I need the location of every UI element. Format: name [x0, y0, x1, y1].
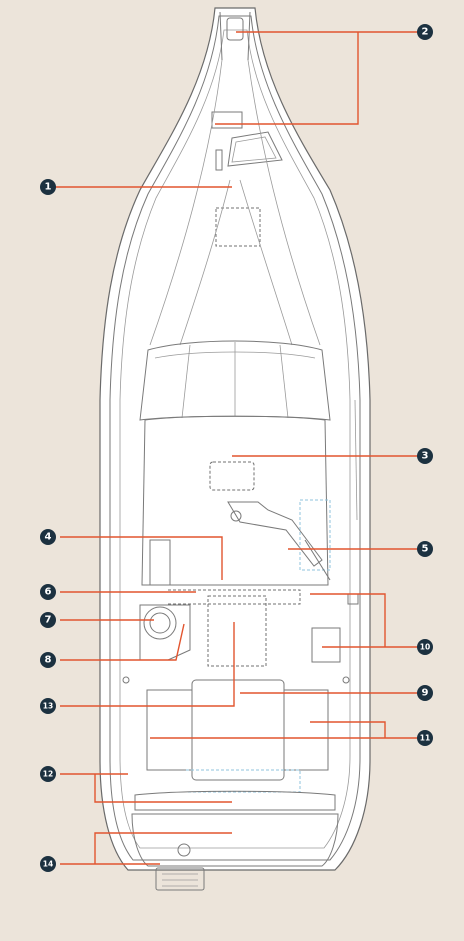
hull-inner-line: [109, 15, 361, 861]
cabin-helm-area: [141, 399, 359, 605]
callout-8: 8: [40, 652, 56, 668]
leader-12: [60, 773, 232, 803]
entertainment-center: [311, 627, 341, 663]
hull: [99, 7, 371, 871]
windshield-frame-right: [279, 344, 289, 419]
rod-holder-left: [122, 676, 130, 684]
svg-text:13: 13: [43, 702, 53, 711]
swim-ladder: [155, 867, 205, 891]
bow-pulpit: [219, 11, 251, 61]
bow-roller: [226, 17, 244, 41]
foredeck-center-left: [179, 179, 231, 346]
engine-access-hatch: [207, 595, 267, 667]
svg-text:7: 7: [45, 615, 52, 626]
foredeck-center-right: [239, 179, 293, 346]
forward-hatch: [215, 207, 261, 247]
rub-rail-right: [354, 399, 358, 521]
bench-seat-right: [283, 689, 329, 771]
svg-text:11: 11: [420, 734, 430, 743]
companionway-outline: [299, 499, 331, 571]
callout-9: 9: [417, 685, 433, 701]
svg-text:5: 5: [422, 544, 429, 555]
bench-seat-left: [146, 689, 193, 771]
leader-11: [150, 721, 418, 739]
foredeck-ridge-right: [247, 59, 321, 346]
cockpit-sink: [143, 606, 177, 640]
callout-1: 1: [40, 179, 56, 195]
transom-seat: [134, 790, 336, 811]
svg-text:3: 3: [422, 451, 429, 462]
svg-text:2: 2: [422, 27, 429, 38]
cabin-hatch: [209, 461, 255, 491]
callout-7: 7: [40, 612, 56, 628]
cockpit-sink-basin: [149, 612, 171, 634]
companionway-door: [304, 539, 331, 581]
deck-edge-line: [119, 29, 351, 849]
cabin-top: [141, 415, 329, 586]
callout-3: 3: [417, 448, 433, 464]
windlass: [211, 111, 243, 129]
windshield-frame-left: [181, 344, 191, 419]
wet-bar-counter: [139, 604, 191, 661]
rod-holder-right: [342, 676, 350, 684]
svg-text:8: 8: [45, 655, 52, 666]
callout-12: 12: [40, 766, 56, 782]
cockpit-area: [122, 595, 350, 811]
leader-10: [310, 593, 418, 648]
helm-wheel: [230, 510, 242, 522]
hull-outline: [99, 7, 371, 871]
callout-14: 14: [40, 856, 56, 872]
callout-4: 4: [40, 529, 56, 545]
shower-fitting: [177, 843, 191, 857]
svg-text:10: 10: [420, 643, 430, 652]
swim-platform: [131, 813, 339, 867]
callout-11: 11: [417, 730, 433, 746]
svg-text:9: 9: [422, 688, 429, 699]
callout-6: 6: [40, 584, 56, 600]
swim-ladder-rungs: [162, 873, 198, 887]
leader-13: [60, 622, 235, 707]
anchor-locker-hatch: [227, 131, 283, 167]
leader-14: [60, 832, 232, 865]
bow-area: [149, 11, 321, 346]
swim-platform-area: [131, 813, 339, 891]
leader-lines: [55, 31, 418, 865]
svg-text:14: 14: [43, 860, 53, 869]
callout-13: 13: [40, 698, 56, 714]
cleat-bow: [215, 149, 223, 171]
aft-storage-outline: [186, 769, 301, 793]
anchor-locker-inner: [231, 136, 277, 163]
svg-text:4: 4: [45, 532, 52, 543]
callout-2: 2: [417, 24, 433, 40]
leader-2: [215, 31, 418, 125]
step-outline: [168, 589, 301, 605]
windshield-inner: [154, 351, 316, 359]
callout-5: 5: [417, 541, 433, 557]
leader-8: [60, 623, 185, 661]
svg-text:6: 6: [45, 587, 52, 598]
callout-badges: 1 2 3 4 5 6 7 8: [40, 24, 433, 872]
foredeck-ridge-left: [149, 59, 223, 346]
svg-text:12: 12: [43, 770, 53, 779]
helm-console: [227, 501, 323, 567]
svg-text:1: 1: [45, 182, 52, 193]
callout-10: 10: [417, 639, 433, 655]
leader-4: [60, 536, 223, 580]
